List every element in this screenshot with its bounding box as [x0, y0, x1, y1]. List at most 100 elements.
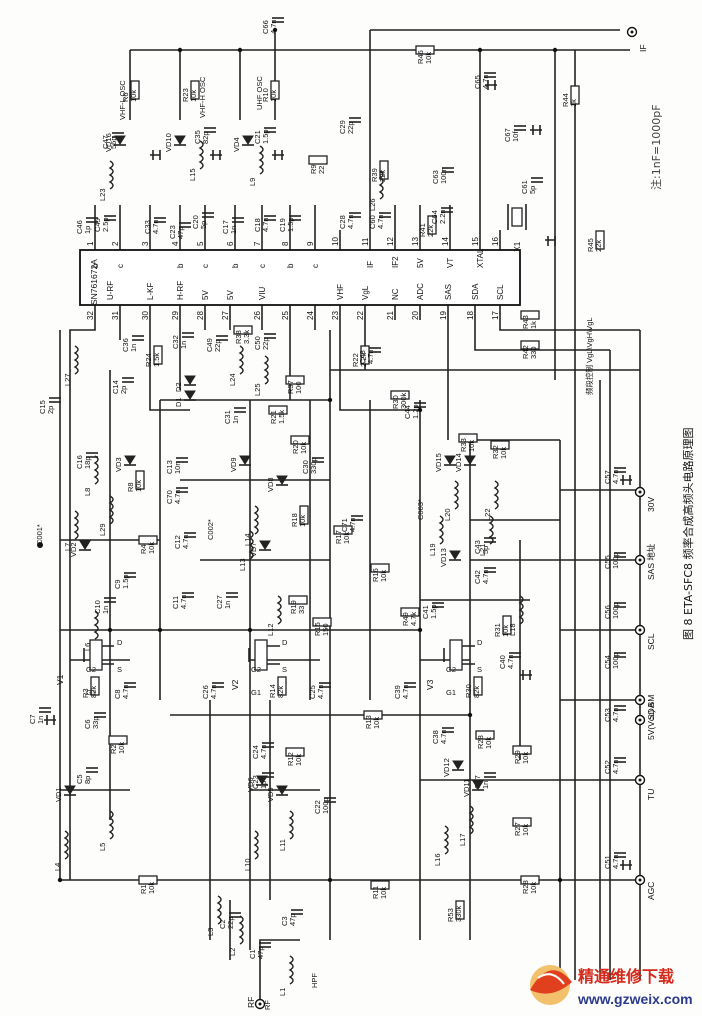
inductor: L14 [243, 505, 259, 546]
diode: VD5 [266, 785, 288, 802]
capacitor-value: 22p [213, 339, 222, 352]
resistor-value: 2.2k [359, 353, 368, 367]
capacitor-value: 5p [199, 221, 208, 229]
capacitor-ref: C52 [603, 760, 612, 774]
resistor-value: 10k [117, 742, 126, 754]
capacitor-ref: C19 [278, 218, 287, 232]
inductor: L10 [243, 830, 259, 871]
diode-ref: VD2 [69, 542, 78, 557]
capacitor-ref: C3 [280, 916, 289, 926]
inductor: L6 [83, 610, 99, 651]
capacitor-ref: C7 [28, 714, 37, 724]
resistor-value: 10k [424, 52, 433, 64]
inductor: L23 [98, 160, 114, 201]
capacitor-value: 1p [83, 226, 92, 234]
ic-pin-number-top: 1 [86, 241, 95, 246]
resistor-ref: R20 [291, 440, 300, 454]
resistor-value: 150 [321, 623, 330, 636]
diode-ref: VD5 [266, 787, 275, 802]
figure-caption: 图 8 ETA-SFC8 频率合成高频头电路原理图 [681, 427, 695, 640]
capacitor-ref: C35 [193, 130, 202, 144]
ic-pin-label-top: 5V [416, 258, 425, 268]
transistor-pin-label: S [477, 665, 482, 674]
resistor-value: 10k [294, 754, 303, 766]
inductor-ref: L1 [278, 988, 287, 996]
capacitor-value: 4.7n [209, 684, 218, 699]
diode-ref: VD13 [439, 548, 448, 567]
transistor-pin-label: G2 [251, 665, 261, 674]
vhf-h-osc-label: VHF-H OSC [198, 76, 207, 118]
watermark-site-name: 精通维修下载 [578, 967, 674, 986]
capacitor-ref: C27 [215, 595, 224, 609]
resistor-ref: R33 [459, 438, 468, 452]
inductor: L4 [53, 830, 69, 871]
capacitor-value: 1.5p [429, 604, 438, 619]
terminal-label: IF [638, 44, 648, 52]
inductor-ref: L3 [206, 928, 215, 936]
resistor-value: 10k [501, 625, 510, 637]
diode-ref: VD16 [104, 133, 113, 152]
capacitor-ref: C55 [603, 555, 612, 569]
inductor: L17 [458, 805, 474, 846]
diode: VD13 [439, 548, 461, 567]
capacitor-ref: C23 [251, 775, 260, 789]
resistor-ref: R44 [561, 93, 570, 107]
resistor-value: 330k [454, 905, 463, 922]
capacitor-value: 22p [226, 916, 235, 929]
capacitor-value: 4.7n [348, 517, 357, 532]
inductor-ref: L2 [228, 948, 237, 956]
ic-pin-label-bottom: VIU [258, 286, 267, 300]
terminal: SAS 地址 [634, 543, 656, 580]
capacitor-value: 2p [46, 406, 55, 414]
capacitor-ref: C38 [431, 730, 440, 744]
ic-pin-number-bottom: 31 [111, 311, 120, 320]
capacitor-ref: C43 [473, 540, 482, 554]
resistor-ref: R46 [416, 50, 425, 64]
inductor-ref: L7 [63, 543, 72, 551]
resistor-value: 10k [129, 90, 138, 102]
inductor: L11 [278, 810, 294, 851]
capacitor-ref: C53 [603, 708, 612, 722]
resistor-ref: R39 [370, 168, 379, 182]
resistor-ref: R24 [144, 353, 153, 367]
ic-pin-label-top: c [311, 264, 320, 268]
capacitor-ref: C13 [165, 460, 174, 474]
terminal: 5V(Vcc) BM [634, 695, 656, 740]
ic-pin-number-bottom: 26 [253, 311, 262, 320]
capacitor-value: 10f [511, 131, 520, 142]
resistor-ref: R49 [401, 612, 410, 626]
inductor: L24 [228, 345, 244, 386]
ic-pin-label-bottom: H-RF [176, 281, 185, 300]
inductor: L12 [266, 595, 282, 636]
resistor-value: 10k [147, 882, 156, 894]
inductor-ref: L8 [83, 488, 92, 496]
capacitor-value: 4.7n [376, 214, 385, 229]
ic-pin-number-bottom: 17 [491, 311, 500, 320]
watermark-logo [530, 965, 572, 1005]
